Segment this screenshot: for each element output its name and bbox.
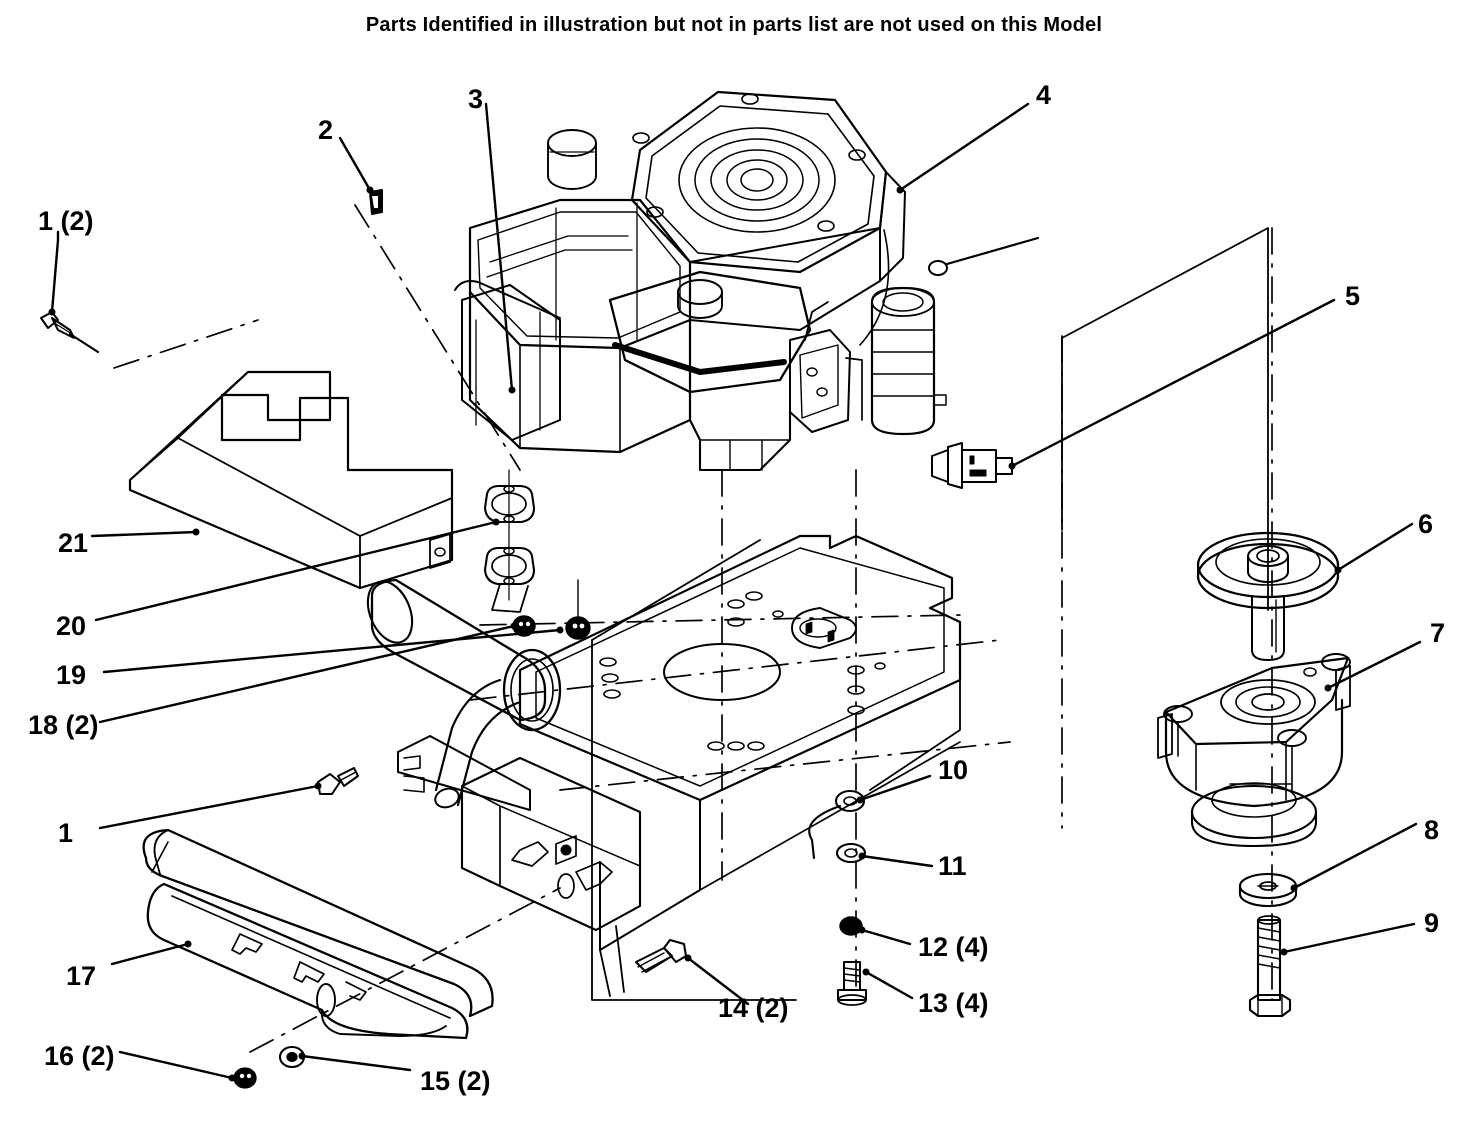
part-18-nut xyxy=(565,579,591,640)
leader-6 xyxy=(1336,522,1414,572)
callout-18: 18 (2) xyxy=(28,710,99,740)
callout-7: 7 xyxy=(1430,618,1446,648)
leader-4 xyxy=(898,102,1030,192)
callout-12: 12 (4) xyxy=(918,932,989,962)
callout-14: 14 (2) xyxy=(718,993,789,1023)
leader-11 xyxy=(860,854,934,868)
callout-9: 9 xyxy=(1424,908,1440,938)
callout-20: 20 xyxy=(56,611,87,641)
leader-16 xyxy=(118,1050,234,1080)
part-2-clip xyxy=(369,189,383,215)
callout-10: 10 xyxy=(938,755,969,785)
callout-2: 2 xyxy=(318,115,334,145)
callout-3: 3 xyxy=(468,84,484,114)
callout-15: 15 (2) xyxy=(420,1066,491,1096)
callout-8: 8 xyxy=(1424,815,1440,845)
part-16-nut xyxy=(233,1067,257,1089)
callout-19: 19 xyxy=(56,660,87,690)
part-17-front-bumper xyxy=(142,828,494,1040)
part-1-bolt-top xyxy=(40,311,100,354)
callout-21: 21 xyxy=(58,528,89,558)
leader-15 xyxy=(300,1054,412,1072)
leader-21 xyxy=(90,530,198,538)
leader-1b xyxy=(98,784,320,830)
part-6-pulley xyxy=(1196,531,1340,661)
leader-20 xyxy=(94,520,498,622)
part-8-flat-washer xyxy=(1238,872,1298,908)
leader-18 xyxy=(98,624,516,724)
fastener-stack-center xyxy=(808,789,867,1006)
callout-16: 16 (2) xyxy=(44,1041,115,1071)
callout-11: 11 xyxy=(938,851,967,881)
callout-5: 5 xyxy=(1345,281,1361,311)
callout-13: 13 (4) xyxy=(918,988,989,1018)
callout-17: 17 xyxy=(66,961,97,991)
part-20-exhaust-gaskets xyxy=(483,469,536,613)
leader-14 xyxy=(686,956,750,1006)
leader-10 xyxy=(858,774,932,802)
chassis-frame xyxy=(397,534,962,997)
leader-8 xyxy=(1292,822,1418,890)
engine-assembly xyxy=(454,90,1040,472)
part-1-bolt-mid xyxy=(317,767,359,795)
leader-13 xyxy=(864,970,914,1000)
part-7-spindle-housing xyxy=(1157,653,1351,848)
leader-2 xyxy=(338,136,372,192)
leader-7 xyxy=(1326,640,1422,690)
part-5-valve-fitting xyxy=(931,442,1013,489)
callout-1b: 1 xyxy=(58,818,74,848)
part-14-hex-screw xyxy=(635,938,688,973)
leader-3 xyxy=(484,102,514,392)
callout-4: 4 xyxy=(1036,80,1052,110)
part-9-long-bolt xyxy=(1248,915,1292,1018)
page-title: Parts Identified in illustration but not… xyxy=(365,14,1103,36)
leader-1a xyxy=(50,230,60,314)
callout-1a: 1 (2) xyxy=(38,206,94,236)
leader-5 xyxy=(1010,298,1336,468)
leader-12 xyxy=(860,928,912,946)
leader-19 xyxy=(102,628,562,674)
leader-9 xyxy=(1282,922,1416,954)
leader-17 xyxy=(110,942,190,966)
part-21-heat-shield xyxy=(128,370,454,590)
callout-6: 6 xyxy=(1418,509,1434,539)
